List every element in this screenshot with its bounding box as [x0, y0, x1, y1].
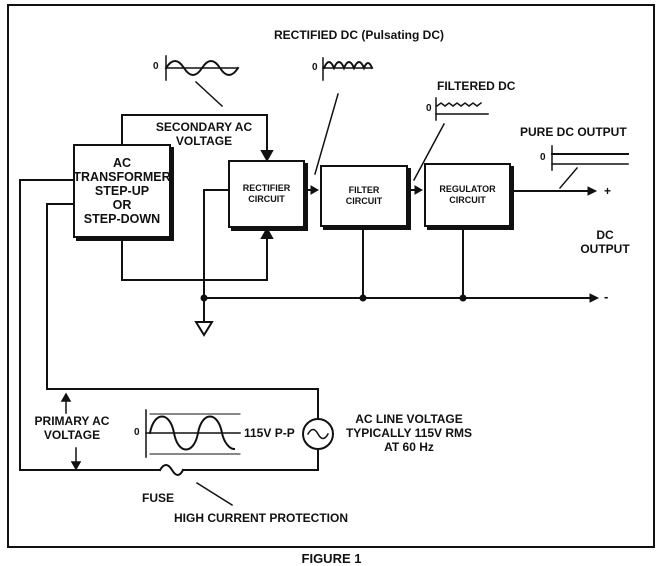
peak-to-peak-label: 115V P-P [244, 426, 295, 440]
fuse-symbol [158, 464, 185, 476]
ac-line-voltage-label-line: AT 60 Hz [384, 440, 434, 454]
figure-caption: FIGURE 1 [301, 551, 362, 566]
fuse-label: FUSE [142, 491, 175, 505]
high-current-protection-label: HIGH CURRENT PROTECTION [174, 511, 348, 525]
transformer-label-line: STEP-UP [94, 184, 150, 198]
primary-ac-label-line: PRIMARY AC [34, 414, 110, 428]
transformer-label-line: OR [112, 198, 132, 212]
zero-marker-secondary: 0 [153, 61, 159, 72]
secondary-bottom-wire [121, 226, 274, 281]
transformer-label-line: STEP-DOWN [83, 212, 161, 226]
zero-marker-rectified: 0 [312, 62, 318, 73]
filtered-dc-label: FILTERED DC [437, 79, 516, 93]
pure-dc-pointer [558, 166, 579, 190]
primary-ac-waveform [145, 409, 241, 458]
rectifier-label-line: RECTIFIER [242, 183, 291, 193]
transformer-label-line: TRANSFORMER [73, 170, 171, 184]
secondary-ac-label-line: SECONDARY AC [155, 120, 253, 134]
dc-output-label-line: DC [596, 228, 614, 242]
filter-block: FILTER CIRCUIT [320, 165, 408, 227]
positive-terminal-label: + [604, 184, 612, 198]
secondary-ac-waveform [164, 55, 240, 81]
dc-output-label: DC OUTPUT [574, 228, 636, 256]
secondary-pointer [194, 80, 224, 108]
filtered-dc-waveform [435, 97, 489, 121]
secondary-ac-label: SECONDARY AC VOLTAGE [134, 120, 274, 148]
regulator-label-line: REGULATOR [439, 184, 496, 194]
zero-marker-primary: 0 [134, 427, 140, 438]
fuse-pointer [195, 481, 234, 507]
ac-line-voltage-label-line: TYPICALLY 115V RMS [345, 426, 473, 440]
zero-marker-filtered: 0 [426, 103, 432, 114]
rectifier-label-line: CIRCUIT [248, 194, 285, 204]
ac-source-symbol [302, 418, 334, 450]
transformer-block: AC TRANSFORMER STEP-UP OR STEP-DOWN [73, 144, 171, 238]
ac-line-voltage-label-line: AC LINE VOLTAGE [355, 412, 463, 426]
filter-label-line: FILTER [348, 185, 380, 195]
rectified-dc-label: RECTIFIED DC (Pulsating DC) [274, 28, 444, 42]
zero-marker-pure-dc: 0 [540, 152, 546, 163]
primary-circuit-wires [19, 179, 319, 471]
rectified-pointer [314, 93, 339, 175]
signal-path-arrows [304, 185, 598, 196]
primary-ac-label-line: VOLTAGE [43, 428, 101, 442]
regulator-label-line: CIRCUIT [449, 195, 486, 205]
rectifier-block: RECTIFIER CIRCUIT [228, 160, 305, 228]
dc-output-label-line: OUTPUT [580, 242, 630, 256]
rectified-dc-waveform [322, 57, 374, 81]
pure-dc-waveform [551, 145, 629, 171]
pure-dc-output-label: PURE DC OUTPUT [520, 125, 627, 139]
regulator-block: REGULATOR CIRCUIT [424, 163, 511, 227]
negative-terminal-label: - [604, 289, 609, 304]
rectifier-ground-lead [194, 189, 230, 337]
transformer-label-line: AC [112, 156, 132, 170]
filtered-pointer [412, 122, 446, 182]
secondary-top-wire [121, 114, 274, 163]
ac-line-voltage-label: AC LINE VOLTAGE TYPICALLY 115V RMS AT 60… [334, 412, 484, 454]
filter-label-line: CIRCUIT [345, 196, 383, 206]
primary-ac-label: PRIMARY AC VOLTAGE [24, 414, 120, 442]
primary-voltage-arrows [60, 392, 82, 471]
secondary-ac-label-line: VOLTAGE [175, 134, 233, 148]
diagram-frame [7, 4, 655, 548]
